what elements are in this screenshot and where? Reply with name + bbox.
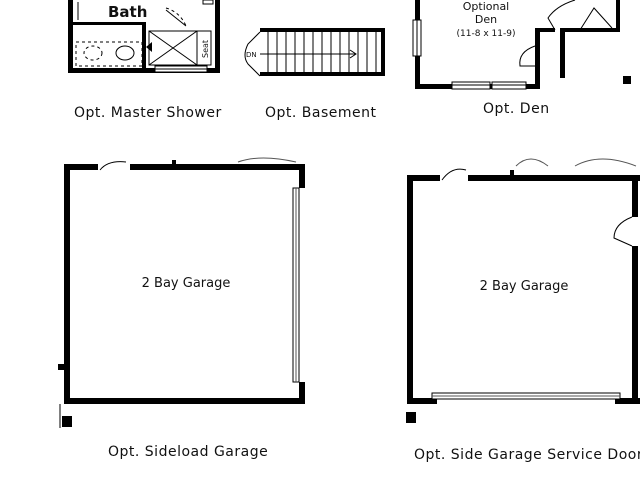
sideload-garage-plan: 2 Bay Garage bbox=[58, 157, 305, 428]
hall-right-wall bbox=[616, 0, 620, 32]
garage2-right-wall-bottom bbox=[632, 246, 638, 404]
den-right-wall bbox=[535, 28, 540, 89]
stair-treads bbox=[267, 32, 377, 72]
caption-master-shower: Opt. Master Shower bbox=[74, 105, 222, 121]
master-shower-plan: Seat Bath bbox=[68, 0, 220, 73]
garage-left-label: 2 Bay Garage bbox=[142, 276, 231, 291]
den-dimensions: (11-8 x 11-9) bbox=[457, 29, 516, 39]
garage2-bottom-wall-right bbox=[615, 398, 640, 404]
garage-right-wall-top bbox=[299, 164, 305, 188]
den-plan: Optional Den (11-8 x 11-9) bbox=[412, 0, 631, 90]
basement-stairs-plan: DN bbox=[244, 28, 385, 77]
garage2-top-fixture-1 bbox=[515, 158, 549, 167]
bath-right-wall bbox=[215, 0, 220, 73]
garage-right-label: 2 Bay Garage bbox=[480, 279, 569, 294]
garage2-entry-door-swing bbox=[441, 168, 467, 181]
sink-right-icon bbox=[115, 45, 135, 61]
garage-top-wall bbox=[64, 164, 305, 170]
bath-door-swing bbox=[165, 7, 187, 27]
caption-den: Opt. Den bbox=[483, 101, 550, 117]
den-title-1: Optional bbox=[463, 0, 510, 13]
bath-partition-wall bbox=[72, 22, 144, 25]
garage-top-fixture bbox=[237, 157, 297, 163]
caption-side-service-door: Opt. Side Garage Service Door bbox=[414, 447, 640, 463]
bath-label: Bath bbox=[108, 3, 147, 21]
vanity-counter bbox=[75, 41, 143, 67]
shower-seat bbox=[196, 30, 212, 66]
service-door-garage-plan: 2 Bay Garage bbox=[406, 158, 640, 423]
den-corner-wall bbox=[535, 28, 555, 32]
garage2-left-wall bbox=[407, 175, 413, 403]
garage2-top-fixture-2 bbox=[574, 158, 637, 167]
hall-door-swing bbox=[547, 0, 576, 31]
down-label: DN bbox=[246, 51, 257, 59]
sink-left-icon bbox=[83, 45, 103, 61]
stair-top-wall bbox=[260, 28, 385, 32]
bath-left-wall bbox=[68, 0, 73, 73]
garage-left-wall bbox=[64, 164, 70, 404]
hall-top-wall bbox=[560, 28, 620, 32]
caption-basement: Opt. Basement bbox=[265, 105, 377, 121]
stair-bottom-wall bbox=[260, 72, 385, 76]
den-post bbox=[623, 76, 631, 84]
garage-left-post bbox=[62, 416, 72, 427]
garage-bottom-wall bbox=[64, 398, 305, 404]
garage-entry-door-swing bbox=[99, 161, 127, 171]
garage2-bottom-wall-left bbox=[407, 398, 437, 404]
seat-label: Seat bbox=[201, 40, 210, 58]
shower-divider-wall bbox=[142, 22, 146, 72]
garage2-right-wall-top bbox=[632, 175, 638, 217]
caption-sideload-garage: Opt. Sideload Garage bbox=[108, 444, 268, 460]
garage-right-wall-bottom bbox=[299, 382, 305, 404]
garage-entry-opening bbox=[98, 162, 130, 171]
den-title-2: Den bbox=[475, 13, 497, 26]
garage2-top-wall bbox=[407, 175, 640, 181]
garage2-post bbox=[406, 412, 416, 423]
den-door-swing bbox=[519, 45, 536, 67]
hall-wall bbox=[560, 28, 565, 78]
shower-valve-icon bbox=[146, 42, 152, 52]
stair-end-wall bbox=[381, 28, 385, 76]
side-service-door-swing bbox=[613, 216, 633, 247]
closet-door-swing bbox=[579, 7, 613, 31]
stair-door-swing bbox=[244, 31, 261, 77]
